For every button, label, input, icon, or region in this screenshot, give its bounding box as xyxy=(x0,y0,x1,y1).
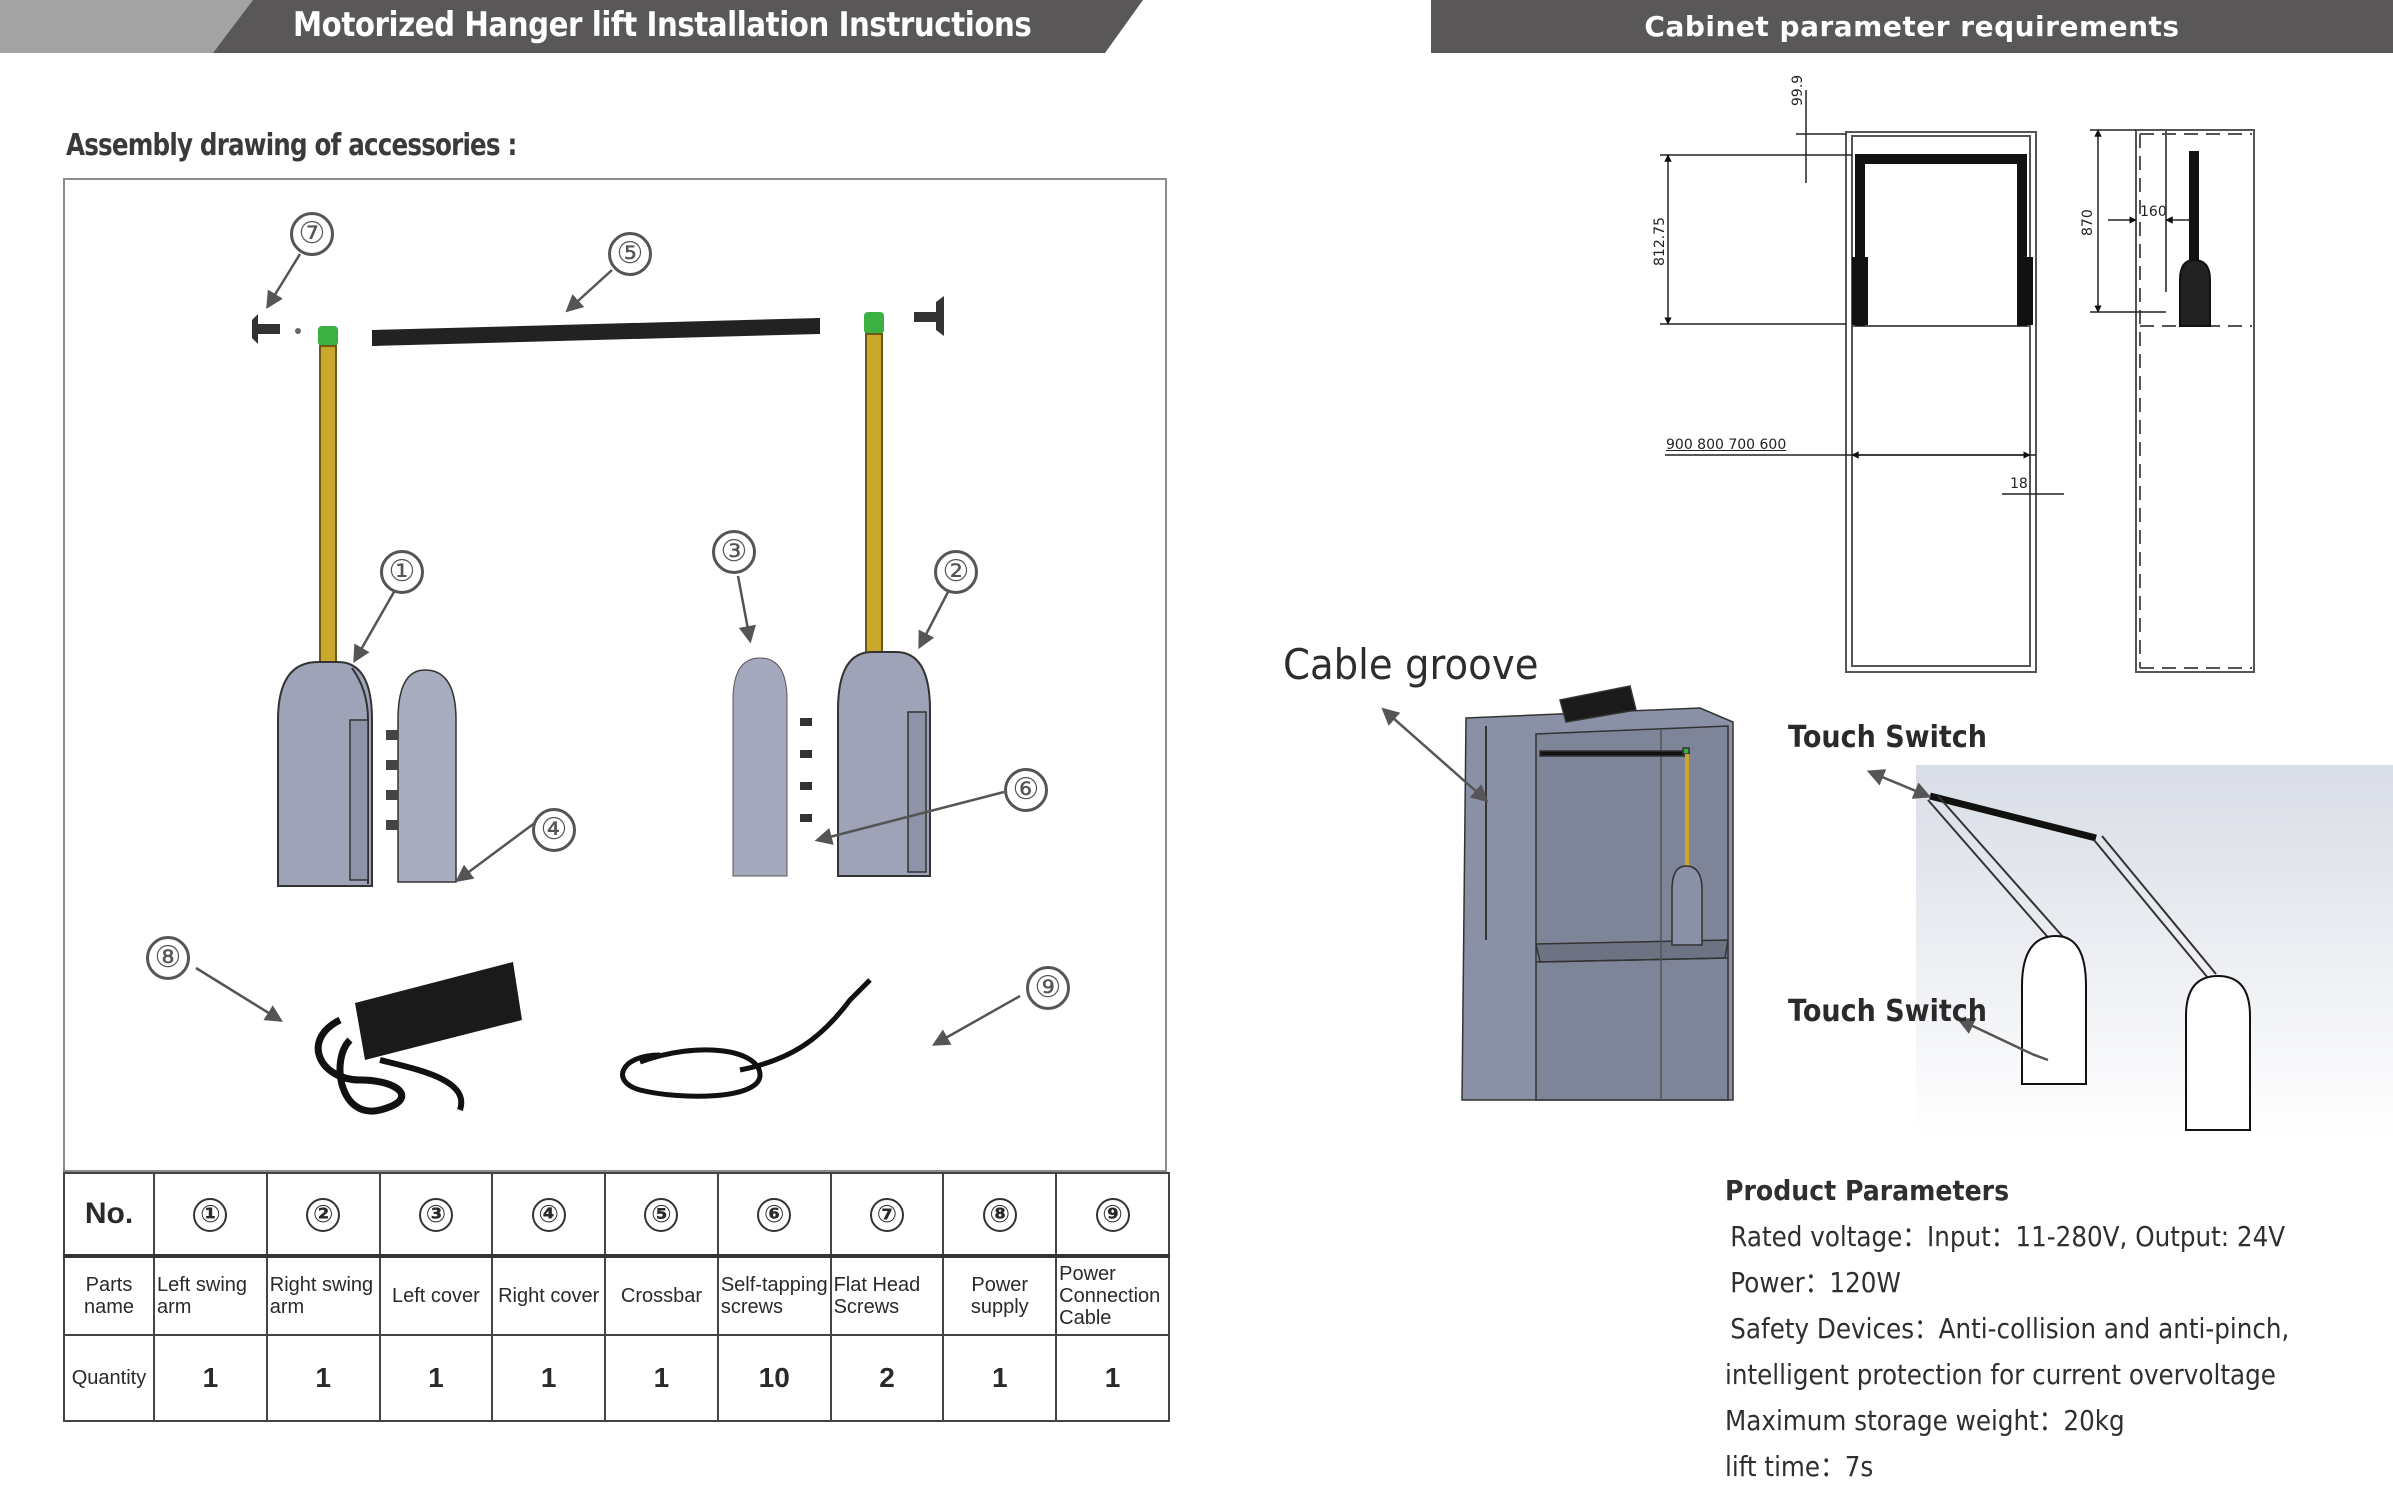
part-name-cell: Right swing arm xyxy=(265,1255,381,1336)
part-name-cell: Power supply xyxy=(942,1255,1058,1336)
param-safety-devices: Safety Devices：Anti-collision and anti-p… xyxy=(1730,1312,2290,1345)
header-accent-tab xyxy=(0,0,260,53)
dim-side-height: 870 xyxy=(2080,209,2096,236)
crossbar-part xyxy=(372,318,820,346)
part-no-cell: ② xyxy=(265,1172,381,1257)
parts-table: No. ① ② ③ ④ ⑤ ⑥ ⑦ ⑧ ⑨ Parts name Left sw… xyxy=(63,1172,1170,1422)
callout-7: ⑦ xyxy=(290,212,334,256)
row-header-no: No. xyxy=(63,1172,155,1257)
callout-5: ⑤ xyxy=(608,232,652,276)
part-no-cell: ⑦ xyxy=(829,1172,945,1257)
flat-head-screw-right xyxy=(914,296,944,336)
section-title-cabinet: Cabinet parameter requirements xyxy=(1644,10,2180,43)
part-no-cell: ④ xyxy=(491,1172,607,1257)
callout-1: ① xyxy=(380,550,424,594)
lift-arm-render xyxy=(1916,765,2393,1138)
callout-8: ⑧ xyxy=(146,936,190,980)
param-rated-voltage: Rated voltage：Input：11-280V, Output: 24V xyxy=(1730,1220,2286,1253)
table-row-parts-name: Parts name Left swing arm Right swing ar… xyxy=(63,1255,1170,1336)
header-left-banner: Motorized Hanger lift Installation Instr… xyxy=(213,0,1143,53)
right-cover-part xyxy=(386,669,457,883)
dim-panel-thickness: 18 xyxy=(2010,476,2028,492)
cabinet-dimension-lines xyxy=(1660,90,2064,495)
cabinet-side-drawing xyxy=(2135,129,2255,673)
touch-switch-arrow-top xyxy=(1866,769,1932,799)
part-name-cell: Left swing arm xyxy=(153,1255,268,1336)
part-name-cell: Power Connection Cable xyxy=(1055,1255,1170,1336)
power-supply-part xyxy=(314,962,522,1115)
row-header-quantity: Quantity xyxy=(63,1334,155,1422)
part-quantity-cell: 1 xyxy=(153,1334,268,1422)
flat-head-screw-left xyxy=(252,314,301,344)
assembly-title: Assembly drawing of accessories : xyxy=(66,128,517,163)
callout-arrows xyxy=(195,253,1021,1046)
param-power: Power：120W xyxy=(1730,1266,1901,1299)
callout-9: ⑨ xyxy=(1026,966,1070,1010)
part-no-cell: ① xyxy=(153,1172,268,1257)
callout-4: ④ xyxy=(532,808,576,852)
part-no-cell: ⑨ xyxy=(1055,1172,1170,1257)
part-no-cell: ⑤ xyxy=(604,1172,719,1257)
part-quantity-cell: 1 xyxy=(491,1334,607,1422)
dim-top-gap: 99.9 xyxy=(1790,74,1806,106)
part-quantity-cell: 1 xyxy=(265,1334,381,1422)
cable-groove-arrow xyxy=(1381,707,1489,803)
cabinet-3d-view xyxy=(1461,685,1734,1101)
part-no-cell: ⑧ xyxy=(942,1172,1058,1257)
param-lift-time: lift time：7s xyxy=(1725,1450,1874,1483)
part-no-cell: ③ xyxy=(378,1172,494,1257)
callout-2: ② xyxy=(934,550,978,594)
part-quantity-cell: 1 xyxy=(1055,1334,1170,1422)
table-row-number: No. ① ② ③ ④ ⑤ ⑥ ⑦ ⑧ ⑨ xyxy=(63,1172,1170,1257)
assembly-drawing-frame xyxy=(63,178,1167,1172)
row-header-parts-name: Parts name xyxy=(63,1255,155,1336)
dim-lift-height: 812.75 xyxy=(1652,217,1668,266)
part-name-cell: Right cover xyxy=(491,1255,607,1336)
part-name-cell: Left cover xyxy=(378,1255,494,1336)
page-title: Motorized Hanger lift Installation Instr… xyxy=(293,5,1032,45)
product-parameters-title: Product Parameters xyxy=(1725,1174,2010,1207)
product-parameters: Product Parameters Rated voltage：Input：1… xyxy=(1725,1168,2385,1490)
part-quantity-cell: 2 xyxy=(829,1334,945,1422)
touch-switch-label-top: Touch Switch xyxy=(1788,720,1988,755)
part-quantity-cell: 10 xyxy=(716,1334,832,1422)
table-row-quantity: Quantity 1 1 1 1 1 10 2 1 1 xyxy=(63,1334,1170,1422)
power-cable-part xyxy=(620,978,872,1099)
part-no-cell: ⑥ xyxy=(716,1172,832,1257)
part-name-cell: Self-tapping screws xyxy=(716,1255,832,1336)
left-swing-arm-part xyxy=(277,326,373,887)
part-quantity-cell: 1 xyxy=(604,1334,719,1422)
cable-groove-label: Cable groove xyxy=(1283,640,1539,689)
self-tapping-screws-part xyxy=(800,718,812,822)
param-max-weight: Maximum storage weight：20kg xyxy=(1725,1404,2125,1437)
dim-cabinet-widths: 900 800 700 600 xyxy=(1666,437,1787,453)
part-quantity-cell: 1 xyxy=(942,1334,1058,1422)
left-cover-part xyxy=(732,657,788,877)
header-right-banner: Cabinet parameter requirements xyxy=(1431,0,2393,53)
callout-3: ③ xyxy=(712,530,756,574)
cabinet-front-drawing xyxy=(1845,131,2037,673)
part-name-cell: Crossbar xyxy=(604,1255,719,1336)
side-dimension-lines xyxy=(2090,129,2190,313)
part-name-cell: Flat Head Screws xyxy=(829,1255,945,1336)
touch-switch-label-bottom: Touch Switch xyxy=(1788,994,1988,1029)
param-safety-devices-cont: intelligent protection for current overv… xyxy=(1725,1358,2276,1391)
right-swing-arm-part xyxy=(837,312,931,877)
touch-switch-arrow-bottom xyxy=(1956,1018,2033,1056)
part-quantity-cell: 1 xyxy=(378,1334,494,1422)
callout-6: ⑥ xyxy=(1004,768,1048,812)
dim-depth-offset: 160 xyxy=(2140,204,2167,220)
touch-switch-arrow-tail xyxy=(2031,1052,2049,1062)
